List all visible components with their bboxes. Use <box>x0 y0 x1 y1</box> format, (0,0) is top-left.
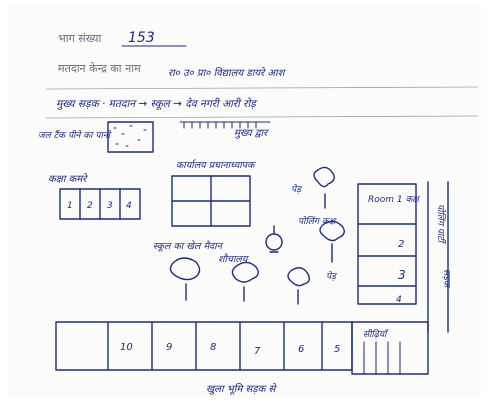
office-label: कार्यालय प्रधानाध्यापक <box>176 159 256 171</box>
route-line: मुख्य सड़क · मतदान → स्कूल → देव नगरी आर… <box>56 97 258 110</box>
tree-icon <box>313 166 335 209</box>
staircase-label: सीढ़ियाँ <box>363 328 389 340</box>
ruled-line <box>45 115 479 119</box>
polling-room-label: पोलिंग कक्ष <box>298 215 337 227</box>
tree-icon <box>231 261 259 302</box>
right-room-number: 3 <box>398 268 406 282</box>
tree-icon <box>169 257 201 301</box>
right-room-number: 4 <box>396 295 402 305</box>
bottom-room-block <box>55 321 353 371</box>
classroom-number: 2 <box>87 201 93 211</box>
right-vertical-label: पोलिंग पार्टी <box>435 204 447 245</box>
main-gate-label: मुख्य द्वार <box>234 128 269 139</box>
water-tank-label: जल टैंक पीने का पानी <box>38 129 112 141</box>
ruled-line <box>45 86 479 90</box>
polling-centre-value: रा० उ० प्रा० विद्यालय डायरे आश <box>168 67 287 79</box>
part-number-value: 153 <box>128 30 155 46</box>
classroom-number: 4 <box>126 201 132 211</box>
main-gate-fence <box>179 121 271 129</box>
tree-icon <box>287 267 311 305</box>
polling-centre-label: मतदान केन्द्र का नाम <box>58 62 141 75</box>
handwritten-sketch-sheet: भाग संख्या 153 मतदान केन्द्र का नाम रा० … <box>8 4 481 397</box>
staircase-block <box>351 321 429 375</box>
bottom-room-number: 10 <box>120 342 133 353</box>
tree-top-label: पेड़ <box>291 183 303 195</box>
classroom-number: 1 <box>67 201 73 211</box>
bottom-room-number: 6 <box>298 344 304 355</box>
toilet-label: शौचालय <box>218 253 250 265</box>
bottom-room-number: 8 <box>210 342 216 353</box>
staircase-steps <box>363 341 401 375</box>
right-room-block <box>357 183 417 305</box>
tree-mid-label: पेड़ <box>326 270 338 282</box>
bottom-room-number: 7 <box>254 346 261 357</box>
tree-icon <box>319 220 345 263</box>
side-road-label: सड़क <box>441 269 451 289</box>
field-label: खुला भूमि सड़क से <box>206 383 277 395</box>
sketch-canvas: भाग संख्या 153 मतदान केन्द्र का नाम रा० … <box>38 30 479 395</box>
water-tank-box <box>107 121 154 153</box>
school-grounds-label: स्कूल का खेल मैदान <box>153 240 224 252</box>
lamp-icon <box>265 225 283 253</box>
classrooms-label: कक्षा कमरे <box>48 173 88 185</box>
room-label: Room 1 कक्ष <box>368 195 420 205</box>
classroom-number: 3 <box>107 201 113 211</box>
right-room-number: 2 <box>398 239 404 250</box>
bottom-room-number: 5 <box>334 344 340 355</box>
water-tank-dots <box>113 125 147 147</box>
part-number-label: भाग संख्या <box>58 32 102 45</box>
bottom-room-number: 9 <box>166 342 172 353</box>
